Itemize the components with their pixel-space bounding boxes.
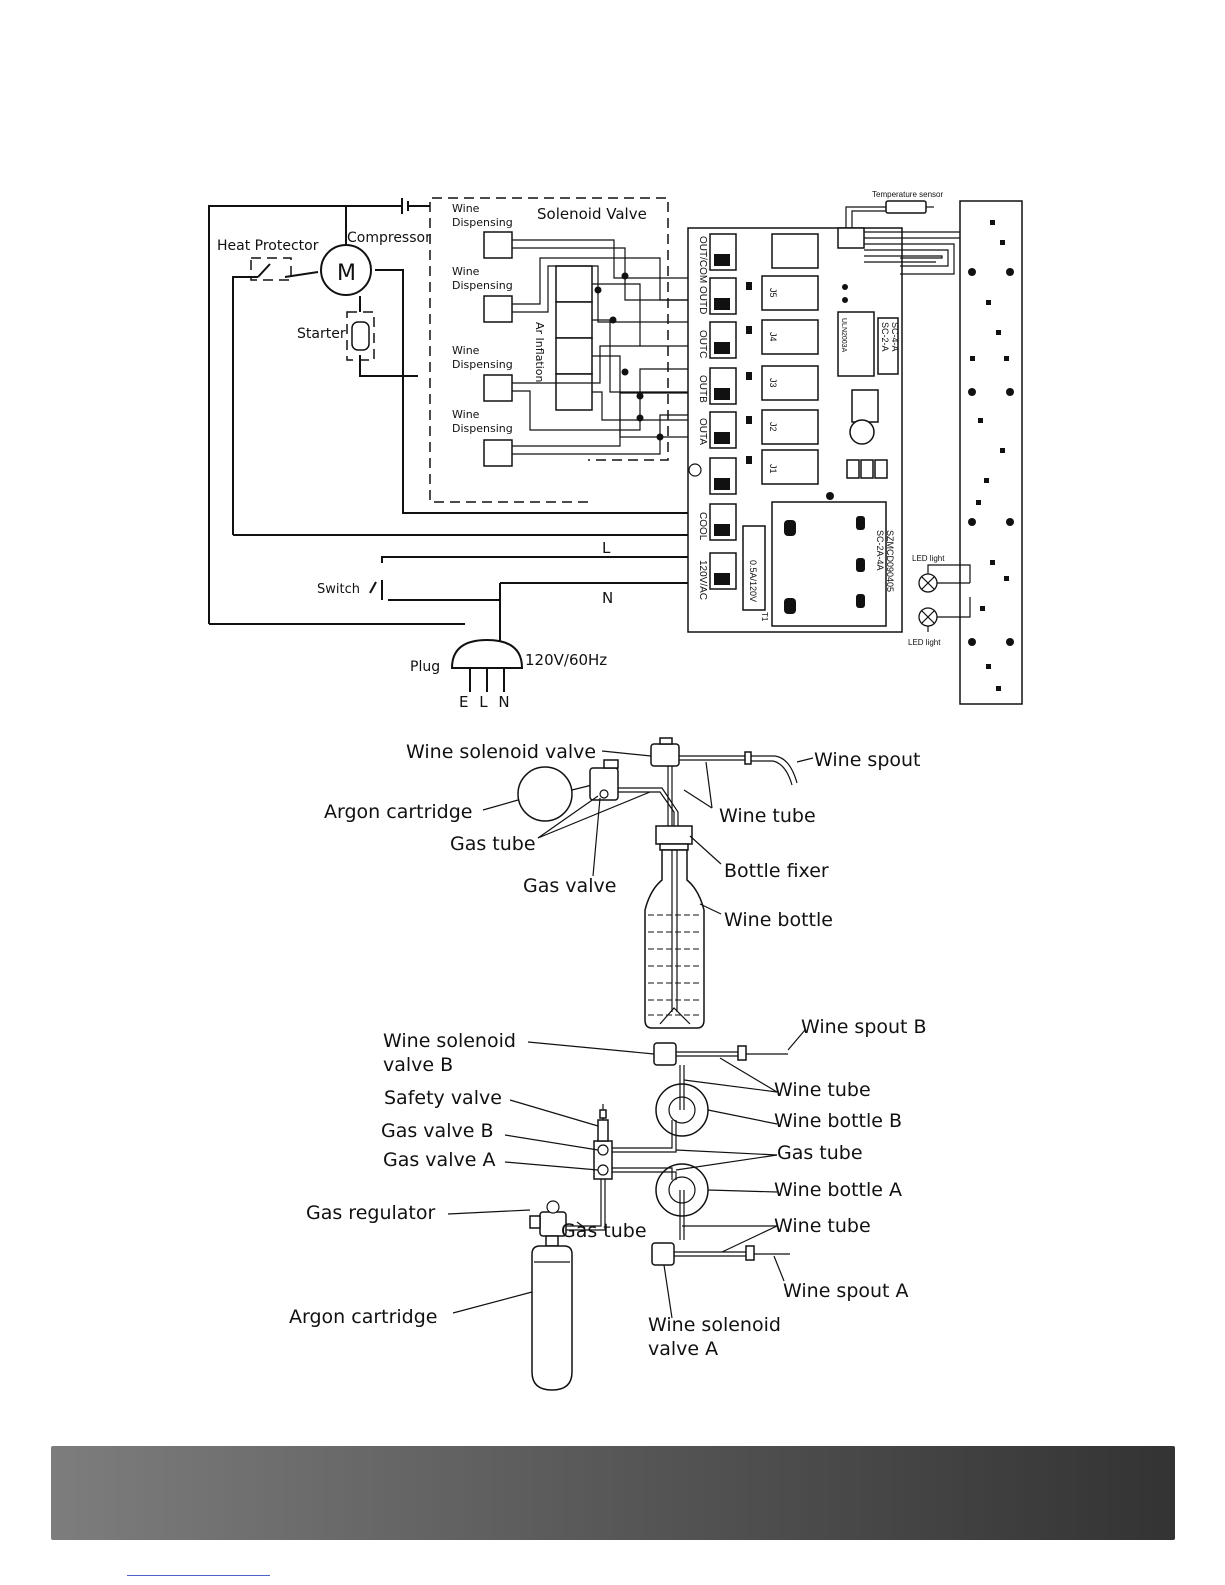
switch-label: Switch [317,582,360,597]
bottle-fixer [655,825,693,845]
board-terminals: OUT/COM OUTD OUTC OUTB OUTA COOL 120V/AC [688,233,737,600]
single-wine-spout-label: Wine spout [814,749,921,771]
svg-text:Wine: Wine [452,202,480,215]
single-dispenser-diagram: Wine solenoid valve Wine spout Argon car… [324,737,921,1029]
svg-text:0.5A/120V: 0.5A/120V [748,560,758,602]
svg-text:OUTB: OUTB [697,375,708,403]
wine-solenoid-valve-b [653,1042,677,1066]
led-light-bottom: LED light [908,597,971,647]
single-gas-valve-label: Gas valve [523,875,616,897]
footer-link-underline [127,1575,270,1576]
led-light-top: LED light [912,554,971,593]
svg-text:SC-2-A: SC-2-A [880,322,890,352]
argon-cartridge-sphere [517,766,573,822]
line-n-label: N [602,589,613,607]
svg-text:Dispensing: Dispensing [452,216,513,229]
single-gas-tube-label: Gas tube [450,833,536,855]
single-wine-solenoid-valve-label: Wine solenoid valve [406,741,596,763]
heat-protector-box [250,257,292,281]
svg-text:OUTD: OUTD [697,286,708,314]
temperature-sensor-label: Temperature sensor [872,190,943,199]
dual-wine-solenoid-valve-a-label-2: valve A [648,1338,718,1360]
svg-text:J3: J3 [768,378,778,388]
single-argon-cartridge-label: Argon cartridge [324,801,473,823]
svg-text:Wine: Wine [452,265,480,278]
dual-wine-spout-b-label: Wine spout B [801,1016,927,1038]
wine-dispensing-valve-2: Wine Dispensing [452,265,513,323]
svg-text:SZMCD090405: SZMCD090405 [885,530,895,592]
board-components: SC-2-A SC-4-A ULN2003A 0.5A/120V SC-2A-4… [742,284,900,627]
svg-text:SC-4-A: SC-4-A [890,322,900,352]
dual-gas-tube-right-label: Gas tube [777,1142,863,1164]
svg-text:Dispensing: Dispensing [452,358,513,371]
svg-text:120V/AC: 120V/AC [697,560,708,600]
dual-wine-solenoid-valve-b-label-1: Wine solenoid [383,1030,516,1052]
wine-dispensing-valve-1: Wine Dispensing [452,202,513,259]
argon-cartridge-cylinder [531,1245,573,1391]
svg-text:T1: T1 [760,612,769,622]
svg-text:OUTA: OUTA [697,418,708,445]
svg-text:Dispensing: Dispensing [452,279,513,292]
motor-symbol: M [337,261,356,286]
ar-inflation-valves: Ar Inflation [533,265,593,411]
svg-text:J4: J4 [768,332,778,342]
svg-text:COOL: COOL [697,512,708,541]
dual-wine-tube-bottom-label: Wine tube [774,1215,871,1237]
svg-text:LED light: LED light [912,554,945,563]
svg-text:J1: J1 [768,464,778,474]
dual-gas-valve-a-label: Gas valve A [383,1149,495,1171]
wine-solenoid-valve [650,743,680,767]
wine-dispensing-valve-3: Wine Dispensing [452,344,513,402]
single-bottle-fixer-label: Bottle fixer [724,860,829,882]
dual-wine-solenoid-valve-a-label-1: Wine solenoid [648,1314,781,1336]
svg-text:SC-2A-4A: SC-2A-4A [875,530,885,571]
dual-wine-tube-top-label: Wine tube [774,1079,871,1101]
dual-wine-bottle-b-label: Wine bottle B [774,1110,902,1132]
single-wine-tube-label: Wine tube [719,805,816,827]
compressor-label: Compressor [347,230,431,246]
dual-argon-cartridge-label: Argon cartridge [289,1306,438,1328]
svg-text:OUTC: OUTC [697,330,708,358]
display-board [959,200,1023,705]
wiring-diagram: Heat Protector M Compressor Starter Swit… [208,190,1023,711]
display-board-components [968,220,1014,691]
single-wine-bottle-label: Wine bottle [724,909,833,931]
svg-text:J2: J2 [768,422,778,432]
wine-solenoid-valve-a [651,1242,675,1266]
line-l-label: L [602,539,611,557]
compressor-motor [320,244,372,296]
svg-text:OUT/COM: OUT/COM [697,236,708,283]
temperature-sensor [885,200,927,214]
voltage-label: 120V/60Hz [525,651,607,669]
dual-wine-spout-a-label: Wine spout A [783,1280,909,1302]
footer-bar [51,1446,1175,1540]
plug-pins-label: E L N [459,693,513,711]
svg-text:Wine: Wine [452,344,480,357]
svg-text:Dispensing: Dispensing [452,422,513,435]
heat-protector-label: Heat Protector [217,238,319,254]
dual-dispenser-diagram: Wine solenoid valve B Wine spout B Wine … [289,1016,927,1391]
starter-label: Starter [297,326,346,342]
plug-symbol [450,638,524,669]
plug-label: Plug [410,659,440,675]
starter-box [346,311,375,361]
solenoid-valve-enclosure [429,197,669,503]
dual-wine-solenoid-valve-b-label-2: valve B [383,1054,453,1076]
svg-text:ULN2003A: ULN2003A [840,318,847,353]
board-relays: J5 J4 J3 J2 J1 [746,233,819,485]
svg-text:Wine: Wine [452,408,480,421]
solenoid-valve-title: Solenoid Valve [537,205,647,223]
dual-gas-regulator-label: Gas regulator [306,1202,435,1224]
dual-safety-valve-label: Safety valve [384,1087,502,1109]
dual-gas-tube-left-label: Gas tube [561,1220,647,1242]
ar-inflation-label: Ar Inflation [533,322,546,383]
svg-text:LED light: LED light [908,638,941,647]
dual-wine-bottle-a-label: Wine bottle A [774,1179,902,1201]
wine-dispensing-valve-4: Wine Dispensing [452,408,513,467]
dual-gas-valve-b-label: Gas valve B [381,1120,493,1142]
svg-text:J5: J5 [768,288,778,298]
wine-bottle-shape [644,849,705,1029]
